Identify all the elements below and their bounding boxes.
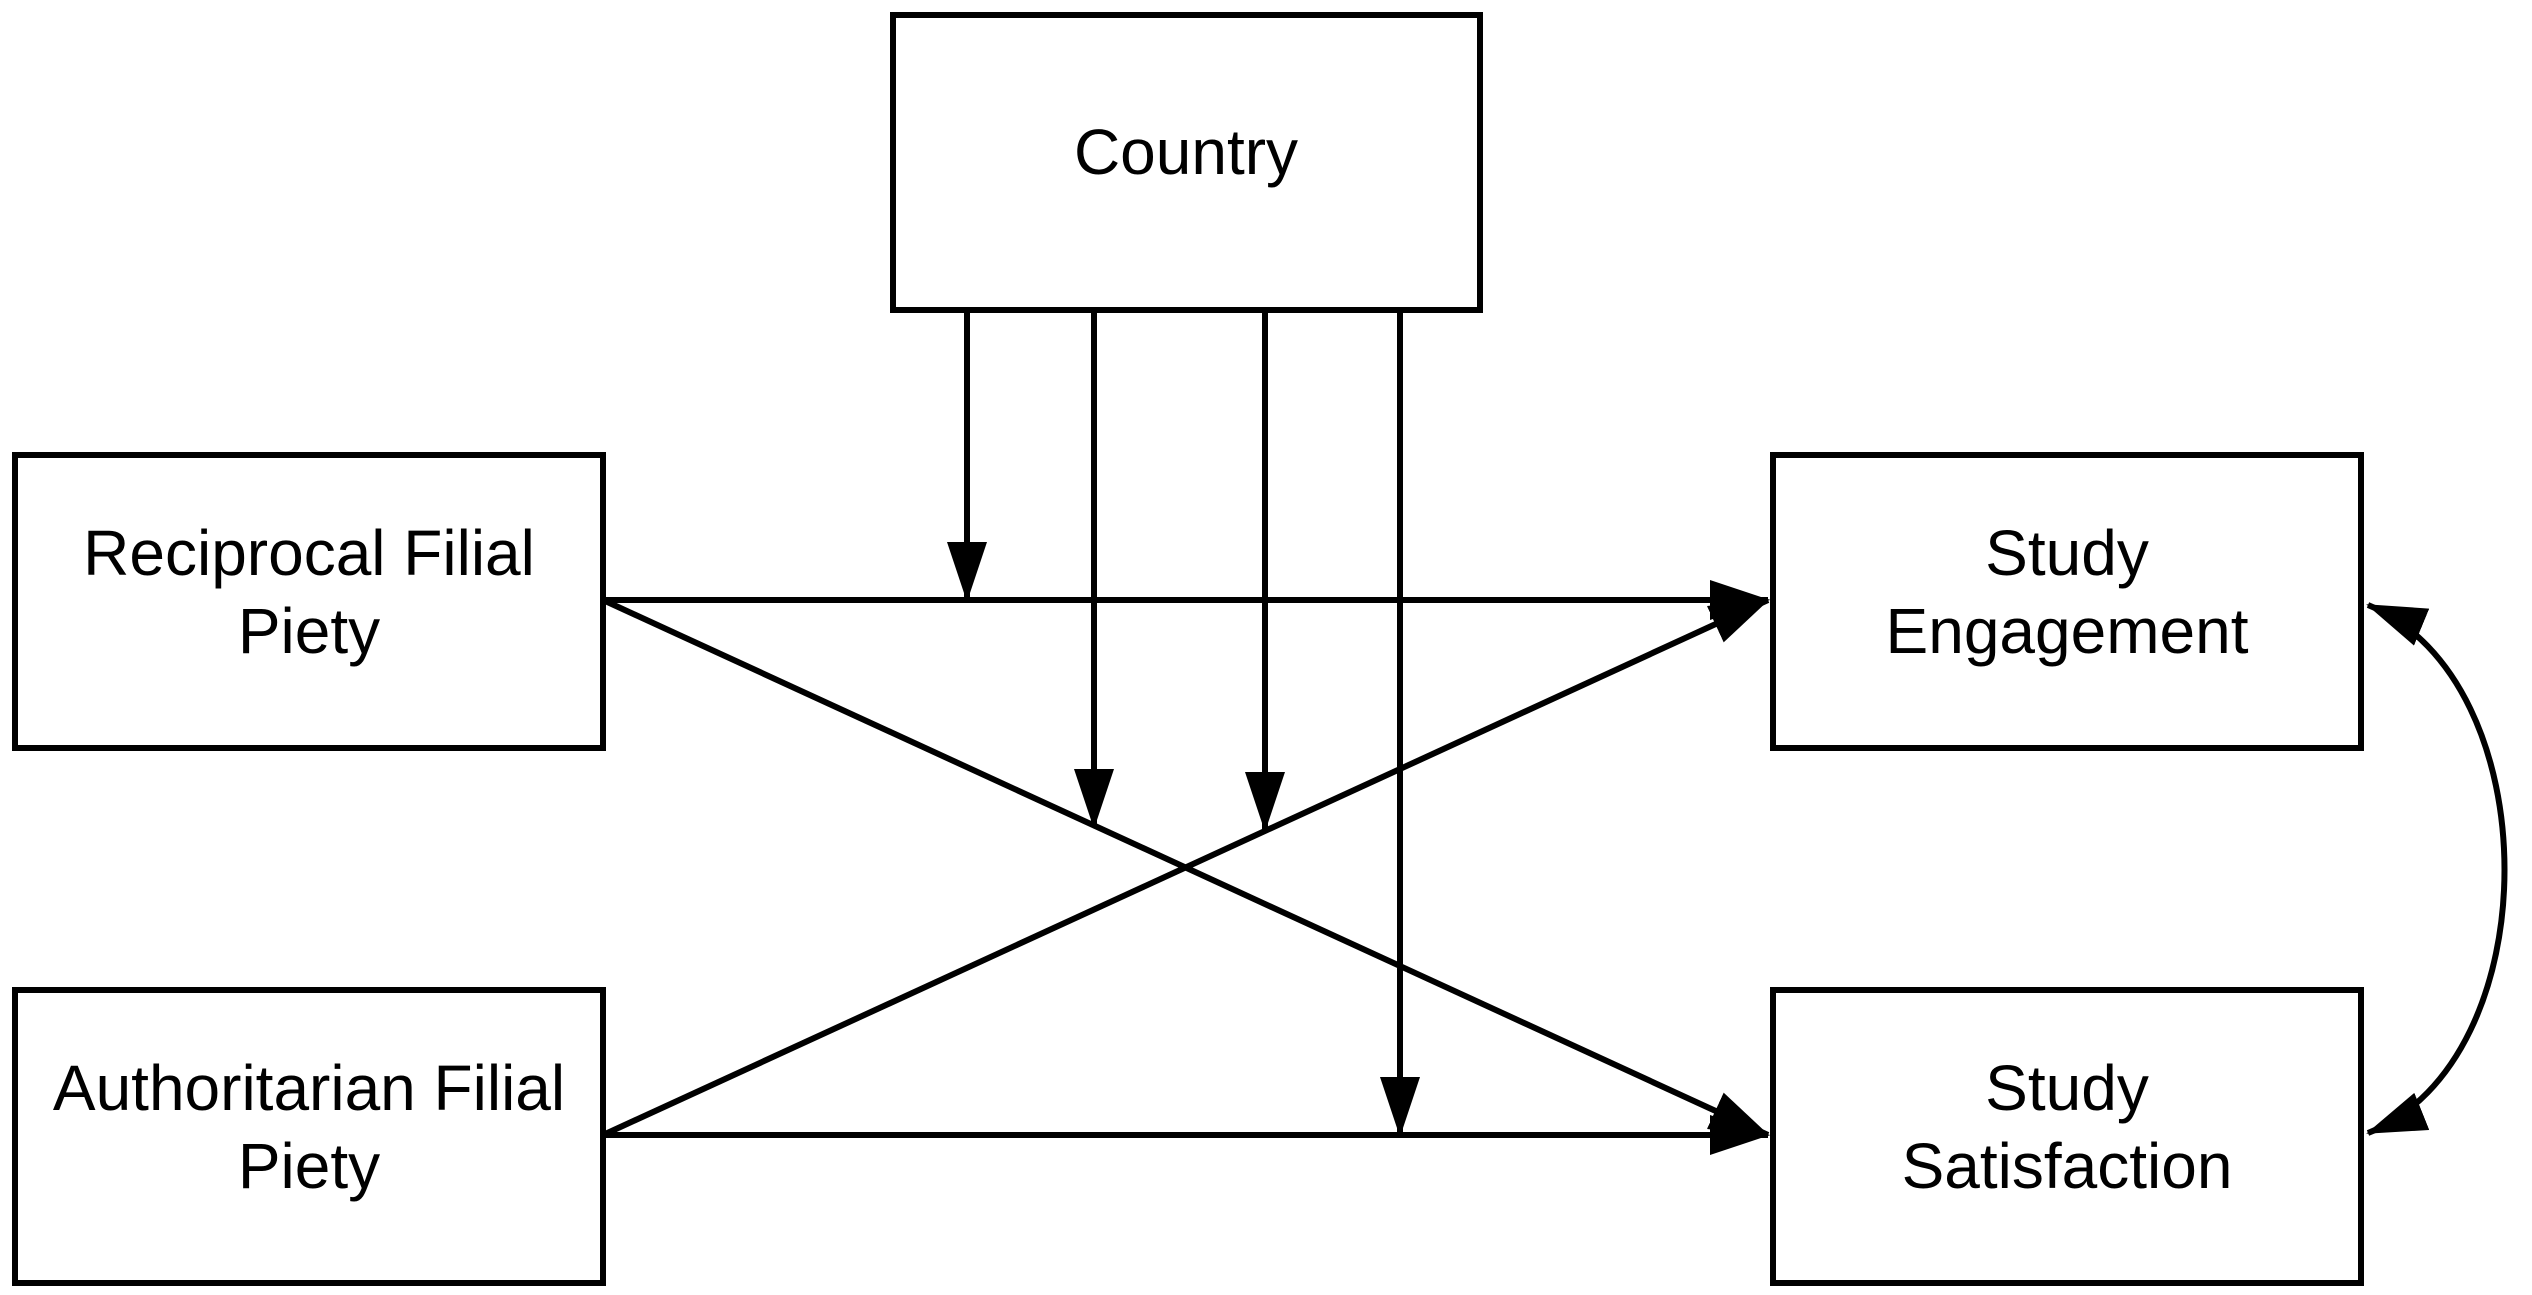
node-study-satisfaction: Study Satisfaction (1770, 987, 2364, 1286)
edge-engagement-satisfaction-covariance (2366, 602, 2508, 1136)
node-satisfaction-label-line2: Satisfaction (1902, 1130, 2233, 1202)
node-engagement-label-line2: Engagement (1886, 595, 2249, 667)
node-engagement-label-line1: Study (1985, 517, 2149, 589)
node-country-label: Country (1074, 116, 1298, 188)
node-authoritarian-label-line2: Piety (238, 1130, 380, 1202)
node-authoritarian-label-line1: Authoritarian Filial (53, 1052, 565, 1124)
edges (601, 310, 2508, 1155)
node-country: Country (890, 12, 1483, 313)
node-study-engagement: Study Engagement (1770, 452, 2364, 751)
node-reciprocal-label-line2: Piety (238, 595, 380, 667)
node-satisfaction-box (1770, 987, 2364, 1286)
node-reciprocal-label-line1: Reciprocal Filial (83, 517, 535, 589)
edge-authoritarian-to-engagement (601, 597, 1770, 1138)
node-reciprocal-filial-piety: Reciprocal Filial Piety (12, 452, 606, 751)
node-authoritarian-box (12, 987, 606, 1286)
node-satisfaction-label-line1: Study (1985, 1052, 2149, 1124)
node-authoritarian-filial-piety: Authoritarian Filial Piety (12, 987, 606, 1286)
node-engagement-box (1770, 452, 2364, 751)
node-reciprocal-box (12, 452, 606, 751)
node-country-box (890, 12, 1483, 313)
